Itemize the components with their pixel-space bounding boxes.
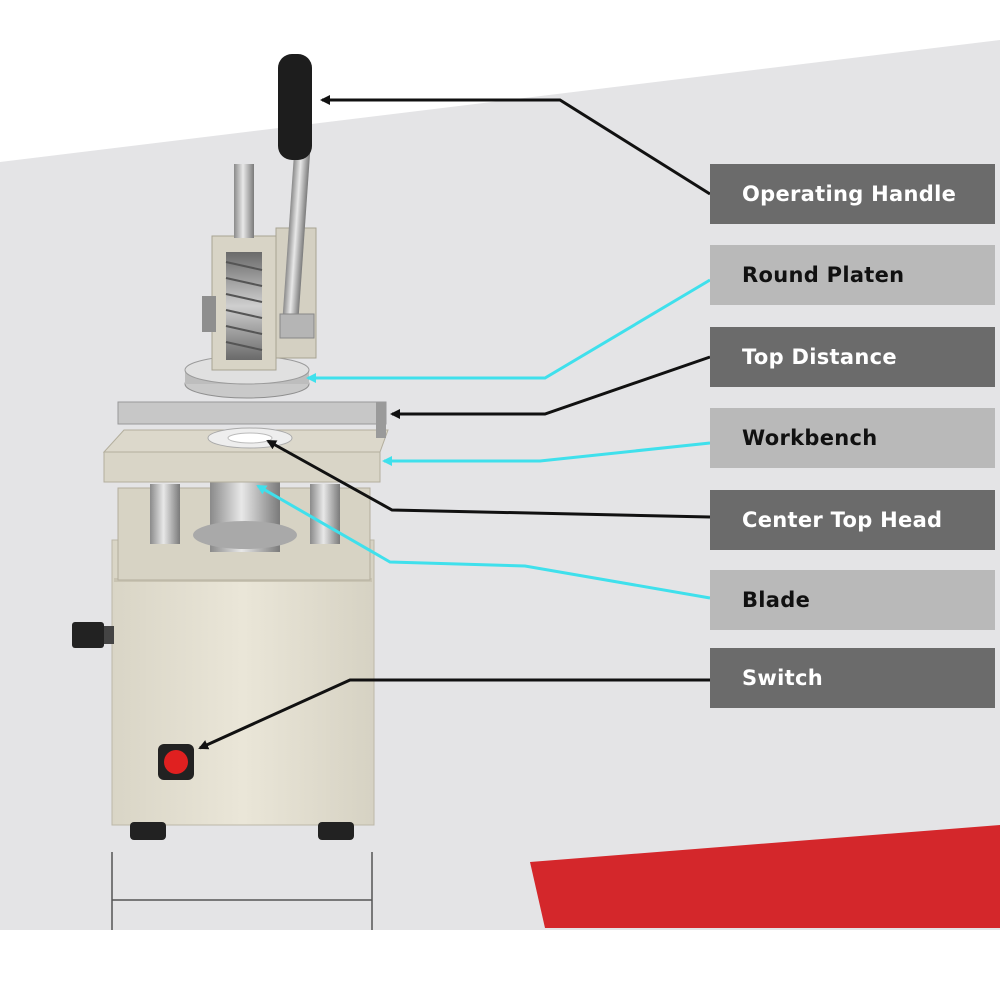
machine [72,54,389,840]
leader-top-distance [390,355,711,419]
label-text: Workbench [742,426,878,450]
leader-lines [198,95,711,750]
label-round-platen: Round Platen [710,245,995,305]
leader-blade [256,484,711,600]
label-text: Center Top Head [742,508,943,532]
label-text: Switch [742,666,823,690]
label-text: Blade [742,588,811,612]
leader-round-platen [306,278,711,383]
red-switch [158,744,194,780]
label-text: Round Platen [742,263,905,287]
power-plug [72,622,114,648]
leader-workbench [382,441,711,466]
label-blade: Blade [710,570,995,630]
label-operating-handle: Operating Handle [710,164,995,224]
leader-switch [198,678,710,750]
label-switch: Switch [710,648,995,708]
red-board [530,825,1000,928]
label-top-distance: Top Distance [710,327,995,387]
label-workbench: Workbench [710,408,995,468]
leader-operating-handle [320,95,711,196]
dimension-marks [111,852,373,930]
label-text: Operating Handle [742,182,957,206]
handle-shaft [281,149,311,331]
leader-center-top-head [266,439,711,519]
label-center-top-head: Center Top Head [710,490,995,550]
operating-handle-grip [278,54,312,160]
label-text: Top Distance [742,345,897,369]
